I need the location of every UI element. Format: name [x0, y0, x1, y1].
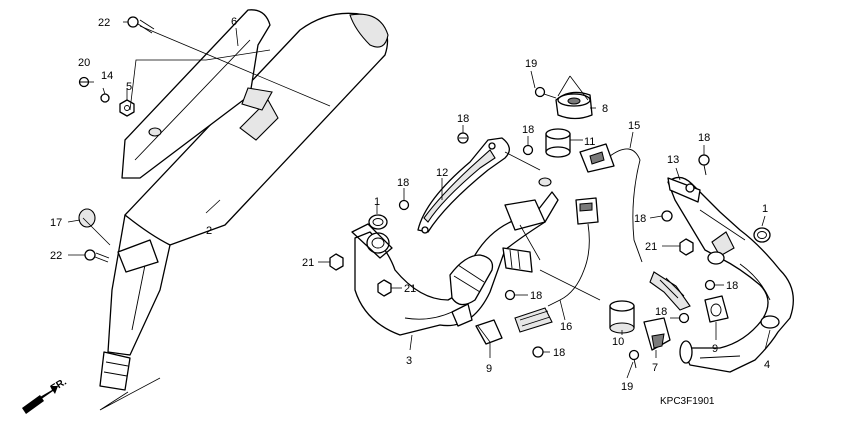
callout-15: 15 — [628, 120, 640, 132]
callout-5: 5 — [126, 81, 132, 93]
callout-18: 18 — [553, 347, 565, 359]
bolt-18-i — [678, 312, 690, 324]
diagram-code: KPC3F1901 — [660, 396, 715, 407]
callout-10: 10 — [612, 336, 624, 348]
collar-10 — [609, 300, 635, 334]
pipe-protector — [417, 137, 510, 234]
bolt-18-f — [704, 279, 716, 291]
callout-11: 11 — [584, 136, 595, 148]
callout-9: 9 — [712, 343, 718, 355]
callout-18: 18 — [698, 132, 710, 144]
callout-2: 2 — [206, 225, 212, 237]
gasket-1-left — [368, 214, 388, 230]
o2-sensor-16 — [514, 197, 599, 333]
callout-22: 22 — [98, 17, 110, 29]
sensor-7 — [643, 317, 671, 351]
bolt-19-a — [534, 86, 557, 99]
nut-5 — [119, 99, 135, 117]
callout-3: 3 — [406, 355, 412, 367]
bolt-18-e — [661, 210, 673, 222]
flange-13 — [667, 177, 701, 203]
clamp-8 — [555, 91, 593, 120]
o2-sensor-15 — [579, 143, 691, 311]
front-label: FR. — [49, 376, 69, 394]
callout-19: 19 — [525, 58, 537, 70]
callout-9: 9 — [486, 363, 492, 375]
callout-21: 21 — [404, 283, 416, 295]
bolt-22-lower — [84, 249, 110, 263]
callout-21: 21 — [645, 241, 657, 253]
bolt-18-b — [522, 144, 534, 156]
callout-16: 16 — [560, 321, 572, 333]
bolt-18-d — [698, 154, 710, 176]
front-direction-arrow-icon — [22, 386, 58, 414]
nut-21-b — [377, 279, 392, 297]
callout-numbers: 22 6 20 14 5 17 22 2 19 8 18 18 11 12 18… — [50, 16, 770, 393]
bolt-18-c — [398, 199, 410, 211]
callout-18: 18 — [634, 213, 646, 225]
callout-1: 1 — [762, 203, 768, 215]
callout-12: 12 — [436, 167, 448, 179]
callout-17: 17 — [50, 217, 62, 229]
callout-14: 14 — [101, 70, 113, 82]
nut-21-a — [329, 253, 344, 271]
callout-4: 4 — [764, 359, 770, 371]
flange-9-left — [475, 319, 503, 345]
callout-1: 1 — [374, 196, 380, 208]
heat-shield — [121, 9, 273, 179]
callout-20: 20 — [78, 57, 90, 69]
bolt-18-g — [504, 289, 516, 301]
callout-7: 7 — [652, 362, 658, 374]
callout-21: 21 — [302, 257, 314, 269]
bolt-18-a — [457, 132, 469, 144]
exhaust-pipe-right — [667, 176, 794, 373]
bolt-18-h — [532, 346, 544, 358]
callout-18: 18 — [726, 280, 738, 292]
leader-lines — [67, 21, 771, 411]
callout-22: 22 — [50, 250, 62, 262]
callout-18: 18 — [522, 124, 534, 136]
callout-6: 6 — [231, 16, 237, 28]
nut-21-c — [679, 238, 694, 256]
rubber-17 — [78, 208, 96, 228]
callout-19: 19 — [621, 381, 633, 393]
callout-18: 18 — [397, 177, 409, 189]
callout-18: 18 — [457, 113, 469, 125]
flange-9-right — [704, 295, 729, 323]
exhaust-pipe — [351, 177, 559, 336]
muffler — [99, 12, 389, 391]
washer-14 — [100, 93, 110, 103]
gasket-1-right — [753, 227, 771, 243]
callout-8: 8 — [602, 103, 608, 115]
collar-11 — [545, 128, 571, 158]
callout-18: 18 — [530, 290, 542, 302]
callout-18: 18 — [655, 306, 667, 318]
callout-13: 13 — [667, 154, 679, 166]
bolt-19-b — [628, 349, 640, 369]
